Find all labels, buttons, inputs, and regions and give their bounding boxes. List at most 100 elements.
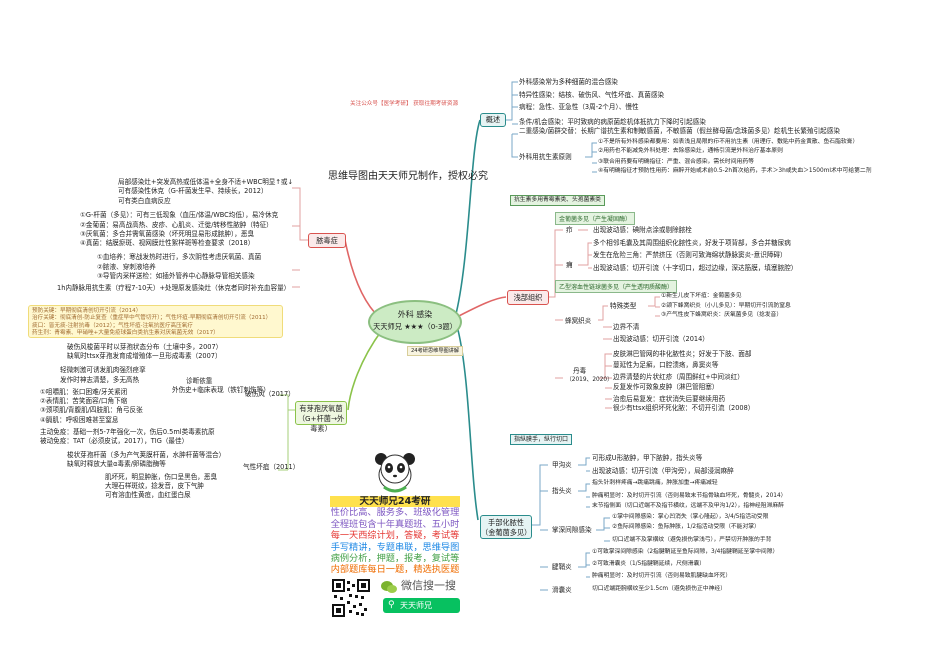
carbuncle-item: 发生在危险三角：严禁挤压（否则可致海绵状静脉窦炎-意识障碍） [593, 251, 787, 259]
tetanus-diag: 轻微刺激可诱发肌肉强烈痉挛 [60, 366, 146, 374]
tetanus-label: 破伤风（2017） [245, 390, 295, 398]
gangrene-sign: 肌坏死，明显肿胀，伤口呈黑色，恶臭 [105, 473, 218, 481]
anaerobe-node[interactable]: 有芽孢厌氧菌（G+杆菌→外毒素） [295, 401, 347, 433]
promo-block: 天天师兄24考研 性价比高、服务多、班级化管理 全程班包含十年真题班、五小时 每… [330, 496, 460, 576]
promo-title: 天天师兄24考研 [330, 496, 460, 508]
gas-gangrene-label: 气性坏疽（2011） [243, 463, 300, 471]
promo-line: 全程班包含十年真题班、五小时 [330, 518, 460, 530]
antibiotic-principle-label: 外科用抗生素原则 [519, 153, 572, 161]
sepsis-type: ④真菌：结膜瘀斑、视网膜灶性絮样斑等检查要求（2018） [80, 239, 255, 247]
sepsis-type: ②金葡菌：易高战高热、皮疹、心肌炎、迁徙/转移性脓肿（特征） [80, 221, 273, 229]
strept-header: 乙型溶血性链球菌多见（产生透明质酸酶） [555, 280, 678, 293]
overview-item: 特异性感染：结核、破伤风、气性坏疽、真菌感染 [519, 91, 665, 99]
deep-space-label: 掌深间隙感染 [552, 526, 592, 534]
cellulitis-subtype: ②颌下蜂窝织炎（小儿多见）：早期切开引流防窒息 [661, 303, 791, 309]
hand-infection-node[interactable]: 手部化脓性（金葡菌多见） [480, 515, 532, 539]
note-line: 药生剂：青霉素、甲硝唑+大量免疫球蛋白类抗生素对厌氧菌无效（2017） [32, 330, 219, 337]
central-tag: 24考研思维导图讲解 [407, 346, 464, 356]
wechat-search-label: 微信搜一搜 [401, 579, 456, 592]
shallow-banner: 抗生素多用青霉素类、头孢菌素类 [510, 195, 605, 206]
overview-item: 外科感染常为多种细菌的混合感染 [519, 78, 618, 86]
paronychia-label: 甲沟炎 [552, 461, 572, 469]
qr-code-icon [331, 578, 371, 618]
tenosynovitis-item: ②可致滑囊炎（1/5指腱鞘延续，尺侧滑囊） [592, 561, 706, 567]
promo-line: 病例分析，押题，报考，复试等 [330, 553, 460, 565]
tetanus-diag: 发作时神志清楚，多无高热 [60, 376, 140, 384]
gangrene-item: 梭状芽孢杆菌（多为产气荚膜杆菌，水肿杆菌等混合） [67, 451, 226, 459]
erysipelas-item: 边界清楚的片状红疹（周围鲜红+中间淡红） [613, 373, 744, 381]
erysipelas-item: 很少有ttsx组织坏死化脓：不切开引流（2008） [613, 404, 755, 412]
tetanus-pre: 缺氧时ttsx芽孢发育成增殖体一旦形成毒素（2007） [67, 352, 222, 360]
promo-line: 内部题库每日一题，精选执医题 [330, 564, 460, 576]
cellulitis-item: 边界不清 [613, 323, 640, 331]
erysipelas-label: 丹毒 [573, 367, 587, 375]
principle-item: ②用药也不能减免外科处理：去除感染灶，通畅引流是外科治疗基本原则 [598, 148, 783, 154]
tetanus-sign: ④膈肌：呼吸困难甚至窒息 [40, 416, 119, 424]
cellulitis-subtype: ①新生儿皮下坏疽：金葡菌多见 [661, 293, 742, 299]
paronychia-item: 出现波动感：切开引流（甲沟旁），局部浸润麻醉 [592, 467, 734, 475]
promo-line: 每一天西综计划，答疑，考试等 [330, 530, 460, 542]
overview-item: 二重感染/菌群交替：长期广谱抗生素和制敏感菌，不敏感菌（假丝酵母菌/念珠菌多见）… [519, 127, 840, 135]
watermark-text: 关注公众号【医学考研】 获取往期考研资源 [350, 101, 459, 107]
felon-label: 指头炎 [552, 487, 572, 495]
panda-mascot-icon [375, 453, 415, 493]
promo-line: 性价比高、服务多、班级化管理 [330, 507, 460, 519]
tetanus-pre: 破伤风梭菌平时以芽孢状态分布（土壤中多，2007） [67, 343, 223, 351]
felon-item: 肿痛明显时：及时切开引流（否则易致末节指骨缺血坏死，骨髓炎，2014） [592, 493, 787, 499]
promo-line: 手写精讲，专题串联，思维导图 [330, 541, 460, 553]
erysipelas-item: 治愈后易复发：症状消失后要继续用药 [613, 395, 726, 403]
sepsis-type: ①G-杆菌（多见）：可有三低现象（血压/体温/WBC均低），易冷休克 [80, 211, 279, 219]
sepsis-node[interactable]: 脓毒症 [308, 233, 346, 248]
diagnosis-basis: 外伤史+临床表现（铁钉刺伤等） [172, 386, 270, 394]
staph-header: 金葡菌多见（产生凝固酶） [555, 212, 636, 225]
principle-item: ④有明确指征才预防性用药：麻醉开始或术前0.5-2h首次给药，手术＞3h或失血＞… [598, 168, 872, 174]
wechat-icon [381, 581, 397, 593]
gangrene-item: 缺氧时释放大量α毒素/卵磷脂酶等 [67, 460, 166, 468]
sepsis-culture: ③导管内采样送检：如插外管养中心静脉导管相关感染 [97, 272, 255, 280]
tetanus-sign: ①咀嚼肌：张口困难/牙关紧闭 [40, 388, 128, 396]
tenosynovitis-item: ①可致掌深间隙感染（2指腱鞘延至鱼际间隙，3/4指腱鞘延至掌中间隙） [592, 549, 779, 555]
cellulitis-special-label: 特殊类型 [610, 302, 637, 310]
felon-item: 指头针刺样疼痛→跳痛跳痛，肿胀加重→疼痛减轻 [592, 480, 718, 486]
tetanus-sign: ③颈项肌/背腹肌/四肢肌：角弓反张 [40, 406, 143, 414]
felon-item: 末节指侧面（切口近端不及指节横纹，远端不及甲沟1/2），指神经阻滞麻醉 [592, 503, 784, 509]
carbuncle-label: 痈 [566, 261, 573, 269]
wechat-search-box[interactable]: ⚲ 天天师兄 [383, 598, 460, 613]
furuncle-item: 出现波动感：碘附点涂或剔除脓栓 [593, 226, 692, 234]
tenosynovitis-label: 腱鞘炎 [552, 563, 572, 571]
bursitis-label: 滑囊炎 [552, 586, 572, 594]
sepsis-culture: ②脓液、穿刺液培养 [97, 263, 156, 271]
central-topic[interactable]: 外科 感染 天天师兄 ★★★（0-3题） [368, 300, 462, 344]
erysipelas-item: 反复发作可致象皮肿（淋巴管阻塞） [613, 383, 719, 391]
cellulitis-item: 出现波动感：切开引流（2014） [613, 335, 709, 343]
principle-item: ①不是所有外科感染都要用：如表浅且局限的疖不用抗生素（用理疗、敷贴中药金黄散、鱼… [598, 139, 859, 145]
tetanus-immunity: 主动免疫：基础一剂5-7年强化一次，伤后0.5ml类毒素抗原 [40, 428, 215, 436]
sepsis-type: ③厌氧菌：多合并需氧菌感染（坏死明显易形成脓肿），恶臭 [80, 230, 255, 238]
shallow-tissue-node[interactable]: 浅部组织 [507, 290, 549, 305]
bursitis-item: 切口近端距腕横纹至少1.5cm（避免损伤正中神经） [592, 586, 726, 592]
wechat-search-term: 天天师兄 [400, 601, 432, 610]
central-title: 外科 感染 [397, 310, 433, 319]
anaerobe-key-points-note: 预防关键：早期彻底清创切开引流（2014） 治疗关键：彻底清创-防止复查（重症早… [28, 305, 283, 338]
sepsis-treatment: 1h内静脉用抗生素（疗程7-10天）+处理原发感染灶（休克者同时补充血容量） [57, 284, 291, 292]
sepsis-culture: ①血培养：寒战发热时进行，多次阴性考虑厌氧菌、真菌 [97, 253, 262, 261]
overview-item: 条件/机会感染：平时致病的病原菌趁机体抵抗力下降时引起感染 [519, 118, 706, 126]
principle-item: ③联合用药要有明确指征：严重、混合感染，需长时间用药等 [598, 159, 754, 165]
note-line: 痰口：皆无痰-注射抗毒（2012）；气性坏疽-注氧抗医疗高压氧疗 [32, 322, 193, 329]
cellulitis-subtype: ③产气性皮下蜂窝织炎：厌氧菌多见（捻发音） [661, 312, 783, 318]
deep-space-item: ②鱼际间隙感染：鱼际肿胀，1/2指活动受限（不能对掌） [612, 524, 760, 530]
overview-item: 病程：急性、亚急性（3周-2个月）、慢性 [519, 103, 639, 111]
gangrene-sign: 大理石样斑纹，捻发音，皮下气肿 [105, 482, 204, 490]
furuncle-label: 疖 [566, 226, 573, 234]
note-line: 预防关键：早期彻底清创切开引流（2014） [32, 308, 142, 314]
erysipelas-item: 皮肤淋巴管网的非化脓性炎；好发于下肢、面部 [613, 350, 752, 358]
central-subtitle: 天天师兄 ★★★（0-3题） [373, 322, 457, 331]
deep-space-item: ①掌中间隙感染：掌心凹消失（掌心隆起），3/4/5指活动受限 [612, 514, 769, 520]
overview-node[interactable]: 概述 [480, 113, 506, 127]
note-line: 治疗关键：彻底清创-防止复查（重症早中气管切开）；气性坏疽-早期彻底清创切开引流… [32, 315, 272, 322]
diagnosis-label: 诊断依靠 [186, 377, 213, 385]
tenosynovitis-item: 肿痛明显时：及时切开引流（否则易致肌腱缺血坏死） [592, 573, 732, 579]
sepsis-item: 局部感染灶+突发高热或低体温+全身不适+WBC明显↑或↓ [118, 178, 294, 186]
erysipelas-year: （2019、2020） [566, 377, 613, 383]
sepsis-item: 可有类白血病反应 [118, 197, 171, 205]
